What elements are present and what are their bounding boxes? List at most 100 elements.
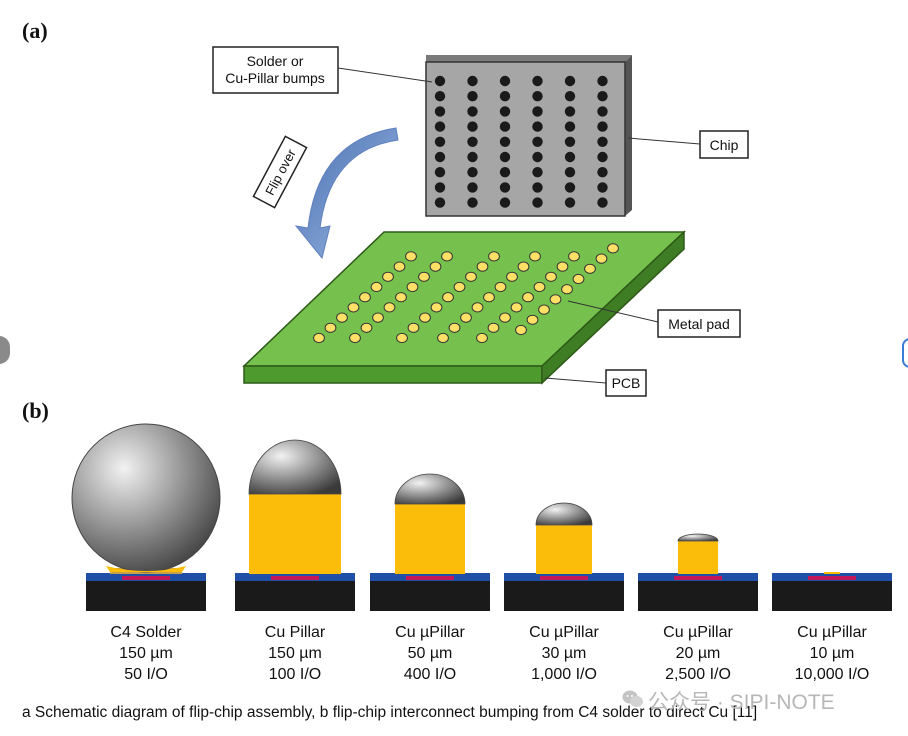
- chip-bump: [564, 75, 576, 87]
- bump-type-label: Cu µPillar: [797, 624, 867, 641]
- metal-pad: [572, 273, 585, 285]
- chip-bump: [532, 136, 543, 147]
- chip-bump: [532, 182, 543, 193]
- bond-pad: [271, 576, 319, 580]
- bump-io-label: 50 I/O: [124, 666, 168, 683]
- chip-bump: [564, 197, 576, 208]
- chip-bump: [467, 91, 478, 102]
- chip-bump: [434, 151, 446, 163]
- metal-pad: [465, 271, 477, 282]
- watermark-text: 公众号 · SIPI-NOTE: [648, 691, 835, 714]
- die-substrate: [504, 580, 624, 611]
- callout-metal-pad: Metal pad: [567, 300, 741, 338]
- metal-pad: [561, 284, 573, 295]
- callout-metal-pad-leader: [567, 300, 659, 323]
- chip-bump-array: [434, 75, 608, 208]
- panel-label-a: (a): [22, 18, 48, 43]
- metal-pad: [568, 251, 580, 262]
- chip-bump: [467, 136, 478, 147]
- metal-pad: [476, 332, 488, 344]
- chip-bump: [564, 151, 576, 163]
- copper-pillar: [536, 525, 592, 574]
- chip-face: [425, 61, 626, 217]
- metal-pad: [406, 281, 419, 293]
- chip-bump: [499, 136, 511, 147]
- metal-pad: [395, 292, 407, 303]
- metal-pad: [471, 302, 484, 313]
- die-substrate: [235, 580, 355, 611]
- chip-bump: [532, 106, 543, 117]
- metal-pad: [556, 261, 569, 272]
- chip-bump: [434, 197, 446, 208]
- copper-pillar: [249, 494, 341, 574]
- flip-arrow-shape: [294, 127, 399, 260]
- metal-pad: [396, 332, 408, 344]
- c4-solder-ball: [71, 423, 221, 573]
- chip-bump: [597, 136, 608, 147]
- chip-bump: [564, 106, 576, 117]
- solder-cap: [535, 502, 593, 526]
- die-substrate: [638, 580, 758, 611]
- metal-pad: [418, 271, 430, 282]
- bump-io-label: 400 I/O: [404, 666, 456, 683]
- pcb-side: [541, 230, 685, 385]
- metal-pad: [506, 271, 518, 282]
- metal-pad: [545, 271, 557, 282]
- chip-bump: [597, 197, 608, 208]
- metal-pad: [517, 261, 530, 272]
- callout-chip: Chip: [627, 130, 749, 159]
- metal-pad: [460, 312, 472, 323]
- chip-bump: [499, 106, 511, 117]
- metal-pad: [494, 281, 507, 293]
- die-substrate: [772, 580, 892, 611]
- bond-pad: [808, 576, 856, 580]
- flip-over-box: [252, 135, 308, 209]
- chip-bump: [467, 151, 478, 163]
- solder-cap: [248, 439, 342, 495]
- previous-image-button[interactable]: [0, 336, 10, 364]
- bump-io-label: 1,000 I/O: [531, 666, 597, 683]
- bump-type-label: Cu µPillar: [663, 624, 733, 641]
- bump-pitch-label: 20 µm: [676, 645, 721, 662]
- metal-pad: [419, 312, 431, 323]
- chip-bump: [499, 167, 511, 178]
- metal-pad: [488, 251, 500, 262]
- chip-bump: [532, 151, 543, 163]
- callout-chip-box: [699, 130, 749, 159]
- chip-bump: [564, 121, 576, 132]
- chip-bump: [434, 167, 446, 178]
- copper-pillar: [824, 572, 840, 574]
- metal-pad: [347, 302, 360, 313]
- metal-pad: [515, 324, 527, 336]
- chip-bump: [499, 91, 511, 102]
- callout-pcb-leader: [544, 377, 607, 384]
- pcb-board: [242, 230, 686, 385]
- metal-pad: [529, 251, 541, 262]
- metal-pad: [476, 261, 489, 272]
- chip-bump: [564, 91, 576, 102]
- metal-pad: [538, 304, 550, 315]
- metal-pad: [522, 292, 534, 303]
- metal-pad: [324, 322, 337, 333]
- chip-bump: [499, 197, 511, 208]
- chip-bump: [467, 121, 478, 132]
- chip-bump: [597, 75, 608, 87]
- chip-bump: [597, 106, 608, 117]
- chip-bump: [597, 121, 608, 132]
- chip-bump: [564, 167, 576, 178]
- chip-bump: [532, 197, 543, 208]
- bump-type-label: Cu Pillar: [265, 624, 326, 641]
- metal-pad: [336, 312, 348, 323]
- chip-bump: [532, 75, 543, 87]
- bond-pad: [540, 576, 588, 580]
- panel-label-b: (b): [22, 398, 49, 423]
- chip-bump: [467, 106, 478, 117]
- callout-bumps-leader: [337, 67, 433, 83]
- callout-pcb-label: PCB: [612, 375, 641, 391]
- next-image-button[interactable]: [902, 338, 908, 368]
- callout-bumps-line1: Solder or: [247, 53, 304, 69]
